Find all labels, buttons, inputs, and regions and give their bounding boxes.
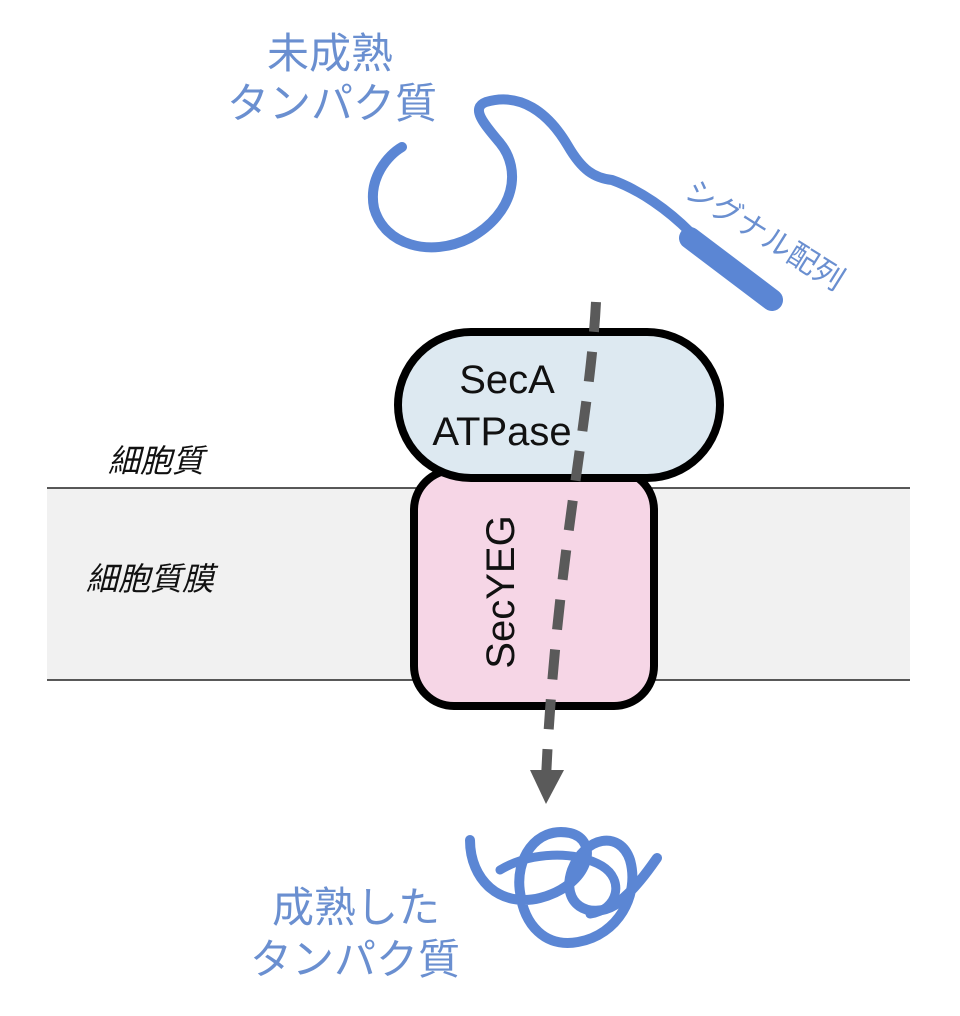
mature-protein-label-line1: 成熟した [272, 883, 440, 932]
cell-membrane-label: 細胞質膜 [86, 560, 219, 598]
mature-protein-label-line2: タンパク質 [250, 935, 460, 984]
translocation-arrow-line [541, 301, 601, 779]
immature-protein-label-line2: タンパク質 [227, 79, 437, 128]
mature-protein-tangle [465, 827, 662, 948]
seca-label-line1: SecA [459, 358, 555, 402]
seca-label-line2: ATPase [432, 410, 571, 454]
translocation-arrowhead [530, 770, 564, 804]
signal-sequence-segment [679, 227, 783, 311]
mature-protein-loop [495, 850, 621, 919]
secyeg-label: SecYEG [479, 515, 523, 668]
seca-atpase [394, 328, 724, 482]
secyeg-channel [410, 466, 658, 710]
immature-protein-label-line1: 未成熟 [267, 29, 393, 78]
immature-protein-chain [367, 94, 695, 253]
cytoplasm-label: 細胞質 [108, 442, 208, 480]
